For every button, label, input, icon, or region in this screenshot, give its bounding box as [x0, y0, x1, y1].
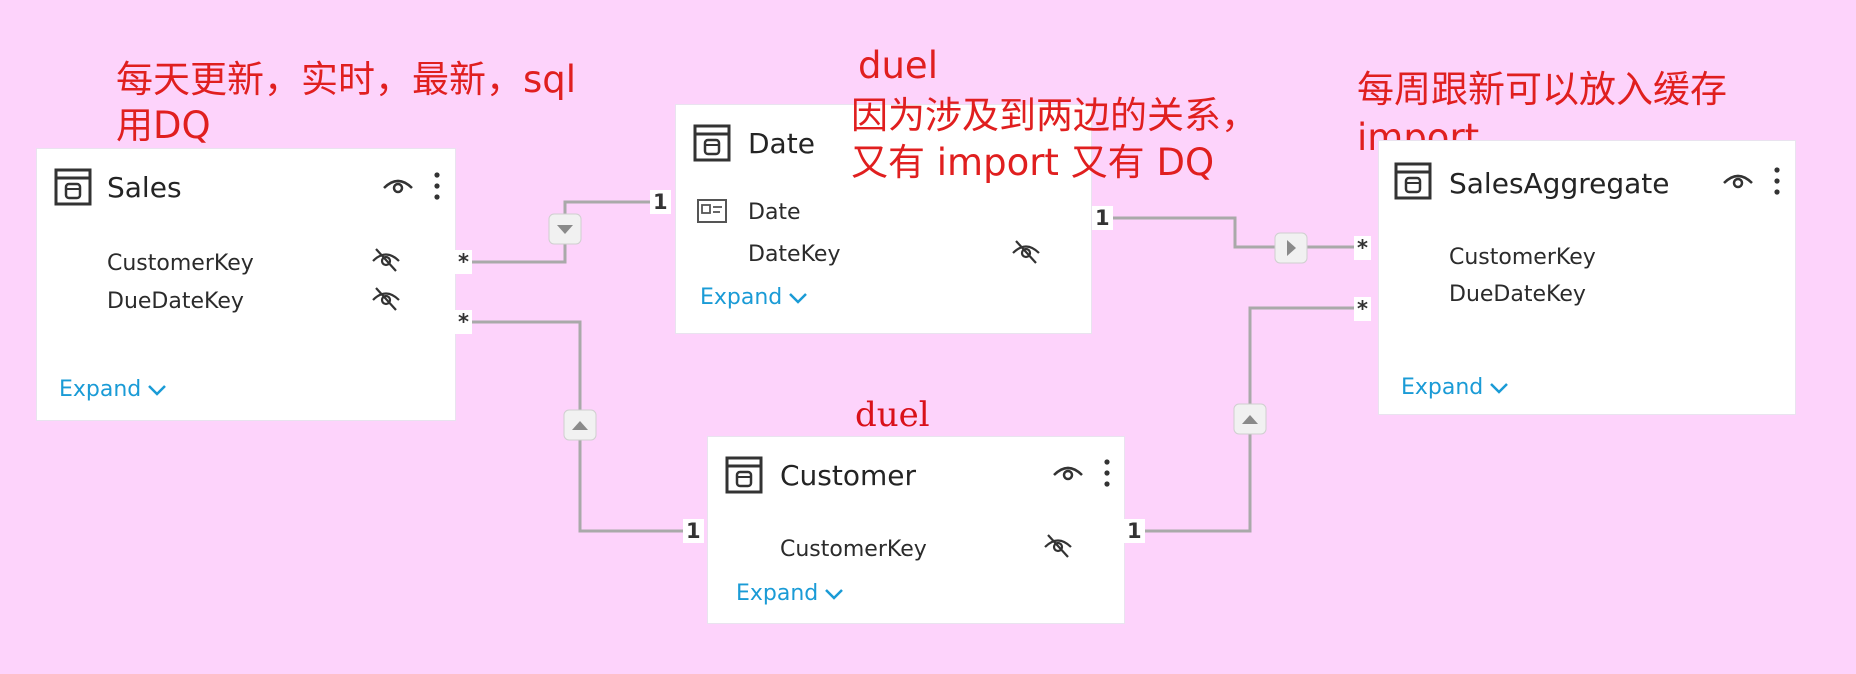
chevron-down-icon: [148, 384, 167, 396]
relationship-date-aggregate-line: [1090, 216, 1360, 249]
cardinality-one-label: 1: [1124, 519, 1145, 543]
date-annotation-top: duel: [858, 44, 938, 87]
card-title: SalesAggregate: [1449, 167, 1670, 200]
eye-slash-icon[interactable]: [370, 282, 402, 314]
expand-button[interactable]: Expand: [736, 581, 844, 606]
field-duedatekey[interactable]: DueDateKey: [107, 289, 244, 314]
filter-arrow-icon-date-aggregate[interactable]: [1274, 232, 1308, 264]
more-vertical-icon[interactable]: [1103, 458, 1111, 488]
chevron-down-icon: [1490, 382, 1509, 394]
field-customerkey[interactable]: CustomerKey: [107, 251, 254, 276]
table-icon: [54, 168, 92, 206]
expand-button[interactable]: Expand: [700, 285, 808, 310]
cardinality-many-label: *: [1354, 297, 1371, 321]
customer-table-card[interactable]: Customer CustomerKey Expand: [707, 436, 1125, 624]
expand-label: Expand: [736, 581, 819, 606]
eye-icon[interactable]: [1051, 459, 1085, 485]
filter-arrow-icon-sales-date[interactable]: [548, 213, 582, 245]
expand-label: Expand: [700, 285, 783, 310]
table-icon: [725, 456, 763, 494]
cardinality-many-label: *: [455, 250, 472, 274]
card-title: Customer: [780, 459, 917, 492]
table-icon: [1394, 162, 1432, 200]
expand-button[interactable]: Expand: [1401, 375, 1509, 400]
date-annotation-line1: 因为涉及到两边的关系，: [851, 94, 1258, 137]
field-date[interactable]: Date: [748, 200, 801, 225]
table-icon: [693, 124, 731, 162]
card-title: Sales: [107, 171, 182, 204]
expand-button[interactable]: Expand: [59, 377, 167, 402]
cardinality-many-label: *: [1354, 236, 1371, 260]
date-table-card[interactable]: Date Date DateKey Expand: [675, 104, 1092, 334]
cardinality-many-label: *: [455, 310, 472, 334]
chevron-down-icon: [825, 588, 844, 600]
eye-icon[interactable]: [1721, 167, 1755, 193]
customer-annotation: duel: [855, 395, 930, 435]
eye-slash-icon[interactable]: [1042, 529, 1074, 561]
salesaggregate-table-card[interactable]: SalesAggregate CustomerKey DueDateKey Ex…: [1378, 140, 1796, 415]
field-customerkey[interactable]: CustomerKey: [1449, 245, 1596, 270]
eye-slash-icon[interactable]: [370, 243, 402, 275]
sales-table-card[interactable]: Sales CustomerKey DueDateKey Expand: [36, 148, 456, 421]
sales-annotation-line2: 用DQ: [116, 104, 211, 147]
filter-arrow-icon-sales-customer[interactable]: [563, 409, 597, 441]
field-customerkey[interactable]: CustomerKey: [780, 537, 927, 562]
calendar-field-icon: [697, 199, 727, 223]
aggregate-annotation-line1: 每周跟新可以放入缓存: [1357, 68, 1727, 111]
cardinality-one-label: 1: [1092, 206, 1113, 230]
date-annotation-line2: 又有 import 又有 DQ: [851, 141, 1215, 184]
more-vertical-icon[interactable]: [433, 171, 441, 201]
eye-icon[interactable]: [381, 172, 415, 198]
card-title: Date: [748, 127, 815, 160]
field-datekey[interactable]: DateKey: [748, 242, 841, 267]
cardinality-one-label: 1: [683, 519, 704, 543]
field-duedatekey[interactable]: DueDateKey: [1449, 282, 1586, 307]
more-vertical-icon[interactable]: [1773, 166, 1781, 196]
expand-label: Expand: [1401, 375, 1484, 400]
expand-label: Expand: [59, 377, 142, 402]
sales-annotation-line1: 每天更新，实时，最新，sql: [116, 58, 577, 101]
eye-slash-icon[interactable]: [1010, 235, 1042, 267]
filter-arrow-icon-customer-aggregate[interactable]: [1233, 403, 1267, 435]
chevron-down-icon: [789, 292, 808, 304]
cardinality-one-label: 1: [650, 190, 671, 214]
